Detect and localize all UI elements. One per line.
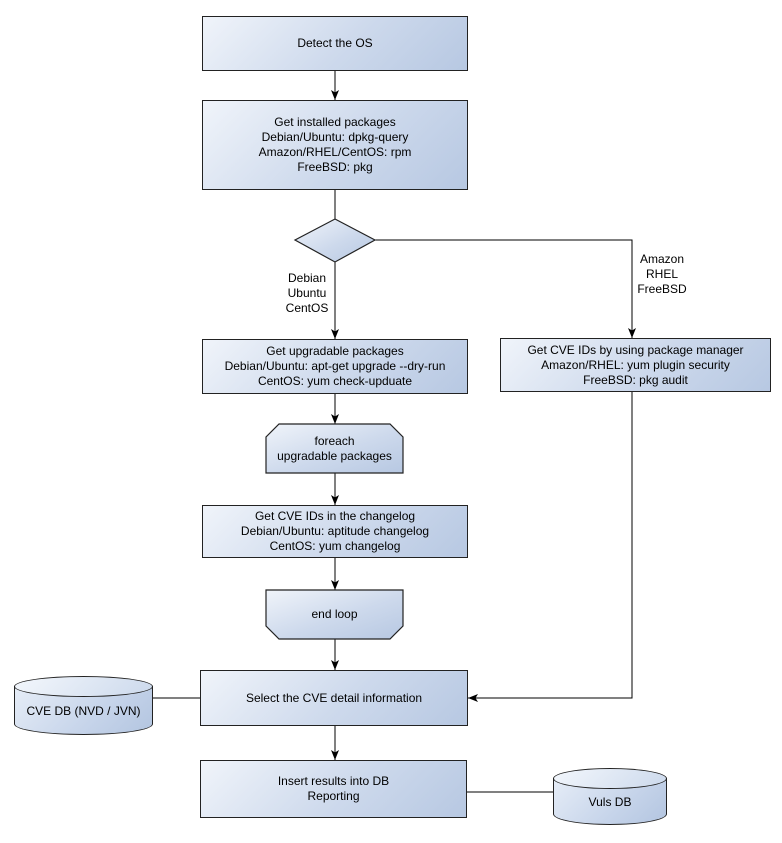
edge-label-right-branch: Amazon RHEL FreeBSD [634, 252, 690, 297]
node-text-line: end loop [311, 607, 358, 621]
node-text-line: Reporting [307, 789, 360, 803]
node-text-line: foreach [314, 433, 355, 448]
node-get-upgradable-packages: Get upgradable packages Debian/Ubuntu: a… [202, 339, 468, 394]
node-text-line: Insert results into DB [277, 774, 390, 788]
edge-label-line: Debian [287, 271, 327, 285]
node-foreach-upgradable-packages: foreach upgradable packages [266, 424, 403, 473]
node-text-line: Debian/Ubuntu: apt-get upgrade --dry-run [224, 359, 446, 373]
node-text-line: CentOS: yum changelog [269, 539, 401, 553]
node-text-line: Debian/Ubuntu: aptitude changelog [240, 524, 430, 538]
node-text-line: Debian/Ubuntu: dpkg-query [261, 130, 409, 144]
cylinder-top-ellipse [553, 768, 667, 789]
node-get-installed-packages: Get installed packages Debian/Ubuntu: dp… [202, 100, 468, 190]
cylinder-top-ellipse [14, 676, 153, 697]
node-text-line: Get CVE IDs by using package manager [527, 342, 744, 357]
edge-label-line: Ubuntu [287, 286, 327, 300]
node-text-line: CVE DB (NVD / JVN) [26, 703, 141, 718]
node-text-line: Vuls DB [588, 794, 632, 809]
node-text-line: FreeBSD: pkg [297, 160, 373, 174]
node-text-line: Get CVE IDs in the changelog [254, 509, 416, 523]
node-vuls-db-cylinder: Vuls DB [553, 768, 667, 825]
node-get-cve-ids-package-manager: Get CVE IDs by using package manager Ama… [500, 338, 771, 392]
node-text-line: Detect the OS [297, 36, 373, 50]
edge-label-line: FreeBSD [637, 282, 687, 296]
node-text-line: CentOS: yum check-upduate [257, 374, 413, 388]
edge-label-line: Amazon [639, 252, 685, 266]
node-text-line: Get installed packages [274, 115, 396, 129]
edge-label-line: CentOS [285, 301, 329, 315]
node-text-line: FreeBSD: pkg audit [583, 372, 688, 387]
node-text-line: Select the CVE detail information [245, 690, 423, 705]
node-text-line: Get upgradable packages [266, 344, 404, 358]
node-text-line: upgradable packages [277, 448, 392, 463]
node-insert-results-reporting: Insert results into DB Reporting [200, 760, 467, 818]
node-end-loop: end loop [266, 590, 403, 639]
edge-cvepkg-to-select [468, 392, 633, 702]
node-detect-os: Detect the OS [202, 16, 468, 71]
decision-os-diamond [293, 218, 377, 263]
node-text-line: Amazon/RHEL/CentOS: rpm [258, 145, 412, 159]
node-text-line: Amazon/RHEL: yum plugin security [541, 357, 730, 372]
edge-label-left-branch: Debian Ubuntu CentOS [280, 271, 334, 316]
node-get-cve-ids-changelog: Get CVE IDs in the changelog Debian/Ubun… [202, 505, 468, 558]
foreach-loop-shape [265, 423, 404, 474]
edge-decision-to-cvepkg [375, 239, 636, 338]
node-select-cve-detail: Select the CVE detail information [200, 670, 468, 726]
node-cve-db-cylinder: CVE DB (NVD / JVN) [14, 676, 153, 735]
edge-label-line: RHEL [645, 267, 678, 281]
end-loop-shape [265, 589, 404, 640]
